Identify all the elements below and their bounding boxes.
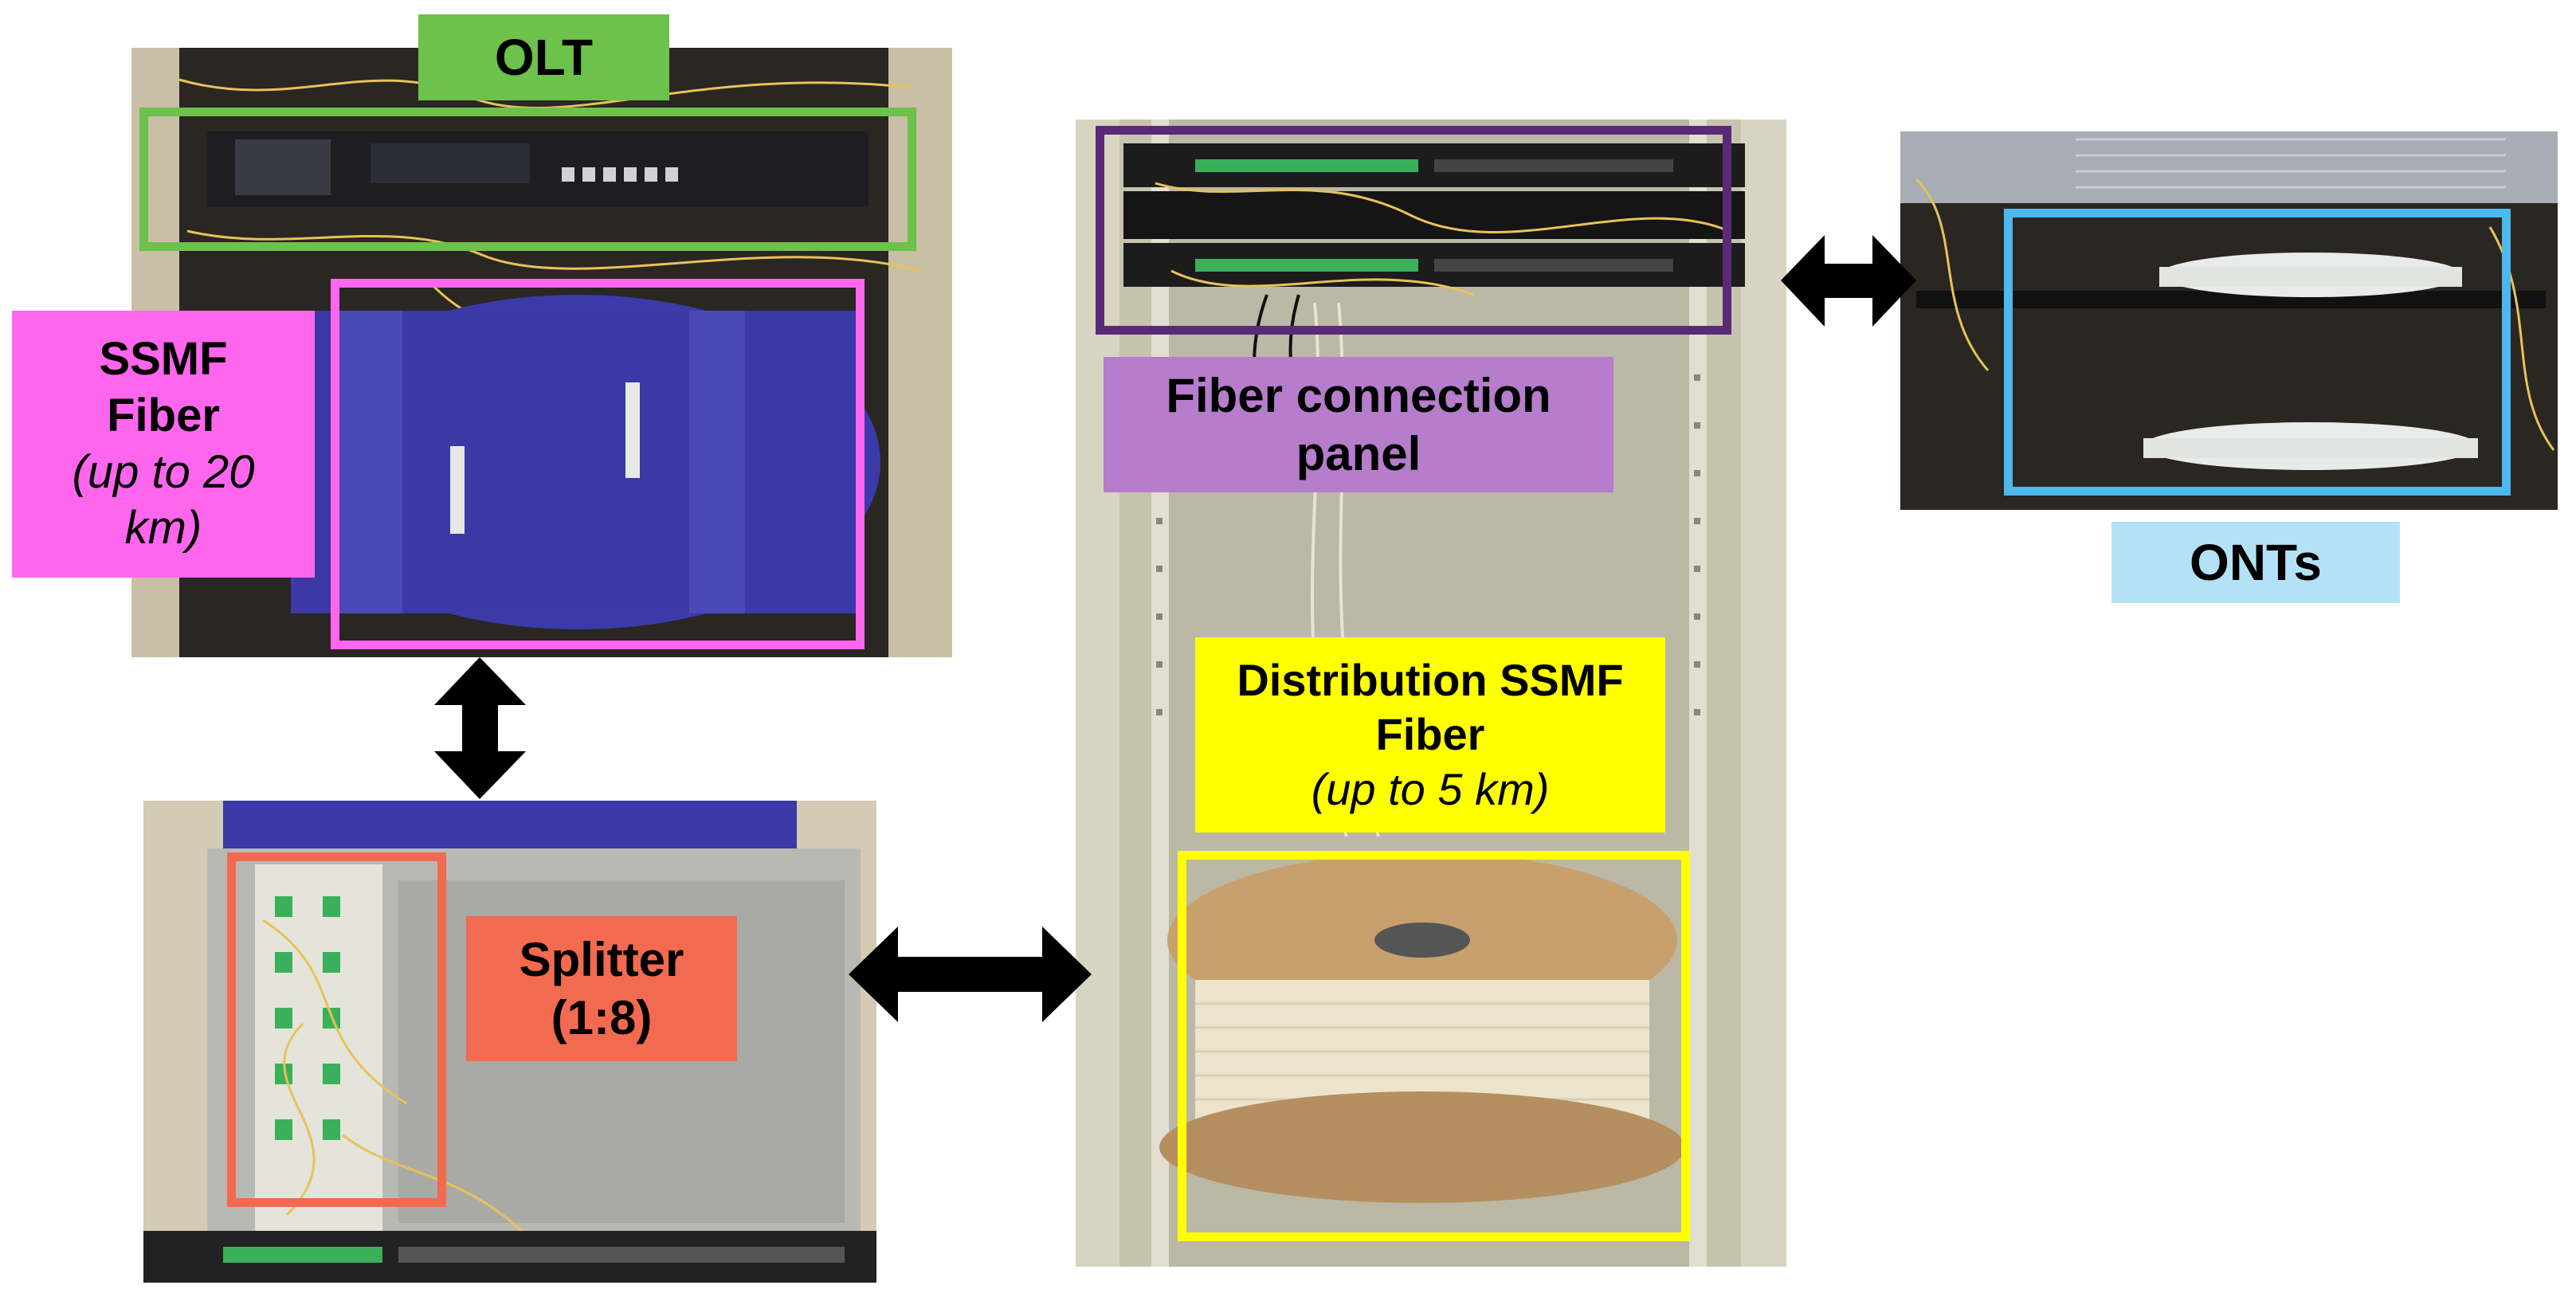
ssmf-label-line3: (up to 20 bbox=[72, 445, 255, 498]
onts-frame bbox=[2004, 209, 2511, 496]
olt-label-text: OLT bbox=[494, 28, 594, 86]
distribution-label: Distribution SSMF Fiber (up to 5 km) bbox=[1195, 637, 1665, 833]
splitter-label-line1: Splitter bbox=[519, 932, 684, 986]
panel-frame bbox=[1096, 126, 1731, 335]
double-arrow-vertical-icon bbox=[434, 657, 526, 799]
ssmf-frame bbox=[331, 279, 865, 649]
double-arrow-horizontal-icon bbox=[849, 927, 1092, 1022]
distribution-frame bbox=[1178, 851, 1690, 1241]
olt-frame bbox=[139, 108, 916, 251]
distribution-label-line1: Distribution SSMF bbox=[1237, 655, 1624, 706]
ssmf-label-line1: SSMF bbox=[99, 333, 228, 385]
ssmf-label-line4: km) bbox=[124, 502, 202, 554]
double-arrow-horizontal-icon bbox=[1781, 235, 1916, 327]
onts-label-text: ONTs bbox=[2190, 533, 2322, 591]
splitter-label: Splitter (1:8) bbox=[466, 916, 737, 1061]
onts-label: ONTs bbox=[2111, 522, 2400, 603]
panel-label-line1: Fiber connection bbox=[1166, 368, 1551, 422]
splitter-frame bbox=[227, 852, 446, 1207]
splitter-label-line2: (1:8) bbox=[551, 991, 653, 1044]
distribution-label-line2: Fiber bbox=[1375, 709, 1485, 760]
distribution-label-line3: (up to 5 km) bbox=[1311, 763, 1550, 814]
olt-label: OLT bbox=[418, 14, 669, 100]
rack-photo-olt-ssmf bbox=[131, 48, 952, 657]
panel-label-line2: panel bbox=[1296, 427, 1421, 480]
ssmf-label-line2: Fiber bbox=[107, 389, 220, 441]
ssmf-label: SSMF Fiber (up to 20 km) bbox=[12, 311, 315, 578]
panel-label: Fiber connection panel bbox=[1104, 357, 1613, 492]
